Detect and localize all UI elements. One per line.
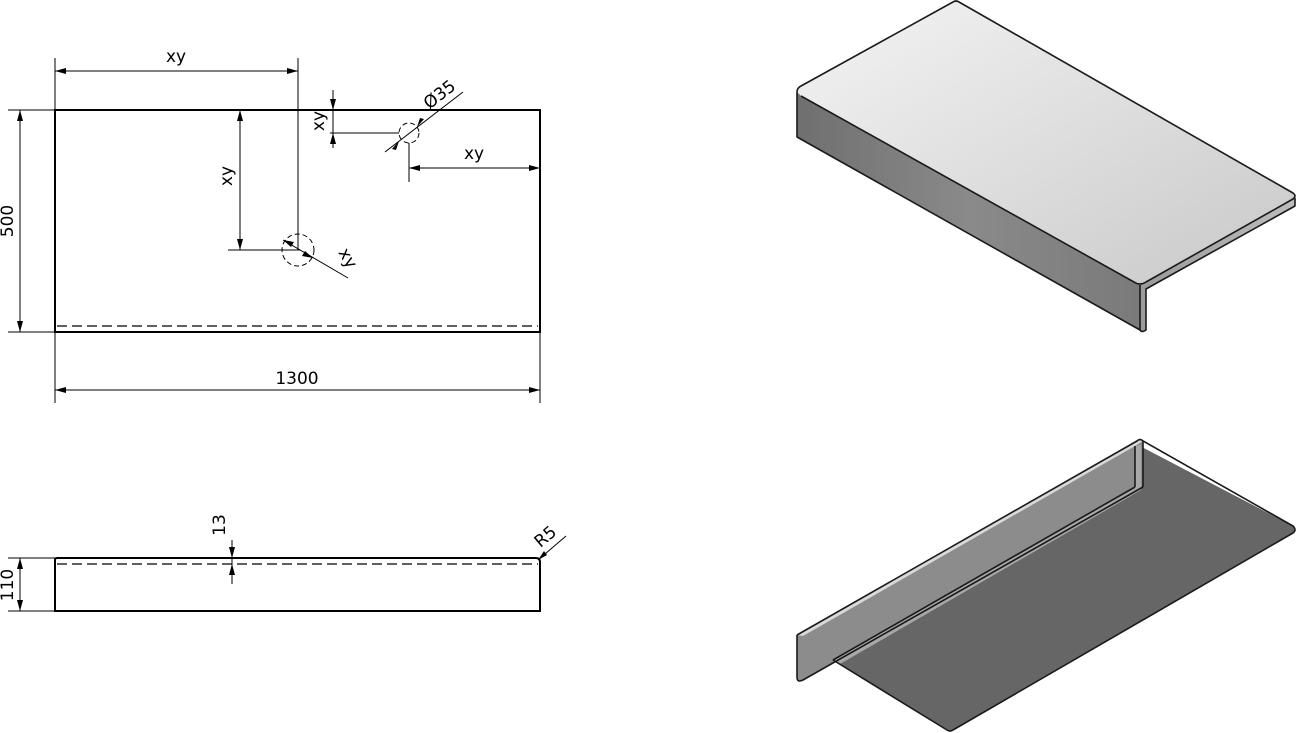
tap-hole (398, 122, 420, 144)
top-view: xy xy xy xy (0, 47, 541, 403)
dim-label-thickness: 13 (210, 514, 230, 536)
iso-view-bottom (796, 438, 1296, 732)
dim-label-tap-offset: xy (309, 111, 329, 131)
iso-bottom-lip-face (797, 439, 1143, 681)
iso-bottom-lip-edges (796, 441, 1144, 682)
dim-label-width: 1300 (275, 369, 318, 389)
dim-drain-diameter: xy (282, 239, 361, 279)
iso-bottom-underside (833, 446, 1295, 731)
iso-top-outline (796, 0, 1296, 285)
dim-depth: 500 (0, 109, 55, 333)
dim-label-top-xy: xy (166, 47, 186, 67)
dim-tap-diameter: Ø35 (384, 76, 464, 153)
iso-view-top (796, 0, 1296, 333)
dim-label-tap-right: xy (464, 144, 484, 164)
dim-drain-offset-y: xy (217, 109, 300, 251)
iso-top-lip (1140, 198, 1295, 332)
dim-tap-offset-right: xy (408, 143, 540, 182)
iso-top-front-edges (796, 92, 1296, 333)
dim-width: 1300 (54, 332, 541, 403)
dim-radius: R5 (531, 522, 567, 561)
iso-bottom-outline (796, 438, 1296, 732)
dim-label-depth: 500 (0, 205, 18, 237)
dim-height: 110 (0, 557, 55, 612)
dim-label-radius: R5 (531, 522, 561, 552)
side-view-outline (54, 557, 541, 612)
dim-tap-offset-y: xy (309, 90, 399, 148)
iso-top-surface (797, 1, 1295, 284)
dim-tap-hole-offset-x: xy (54, 47, 299, 250)
side-view: 13 110 R5 (0, 514, 567, 612)
dim-label-tap-diameter: Ø35 (420, 76, 460, 113)
dim-thickness: 13 (210, 514, 235, 584)
iso-bottom-lip-top (797, 439, 1143, 636)
dim-label-height: 110 (0, 569, 18, 601)
dim-label-drain-diameter: xy (334, 245, 361, 272)
dim-label-drain-offset: xy (217, 166, 237, 186)
iso-top-front-face (797, 92, 1140, 330)
